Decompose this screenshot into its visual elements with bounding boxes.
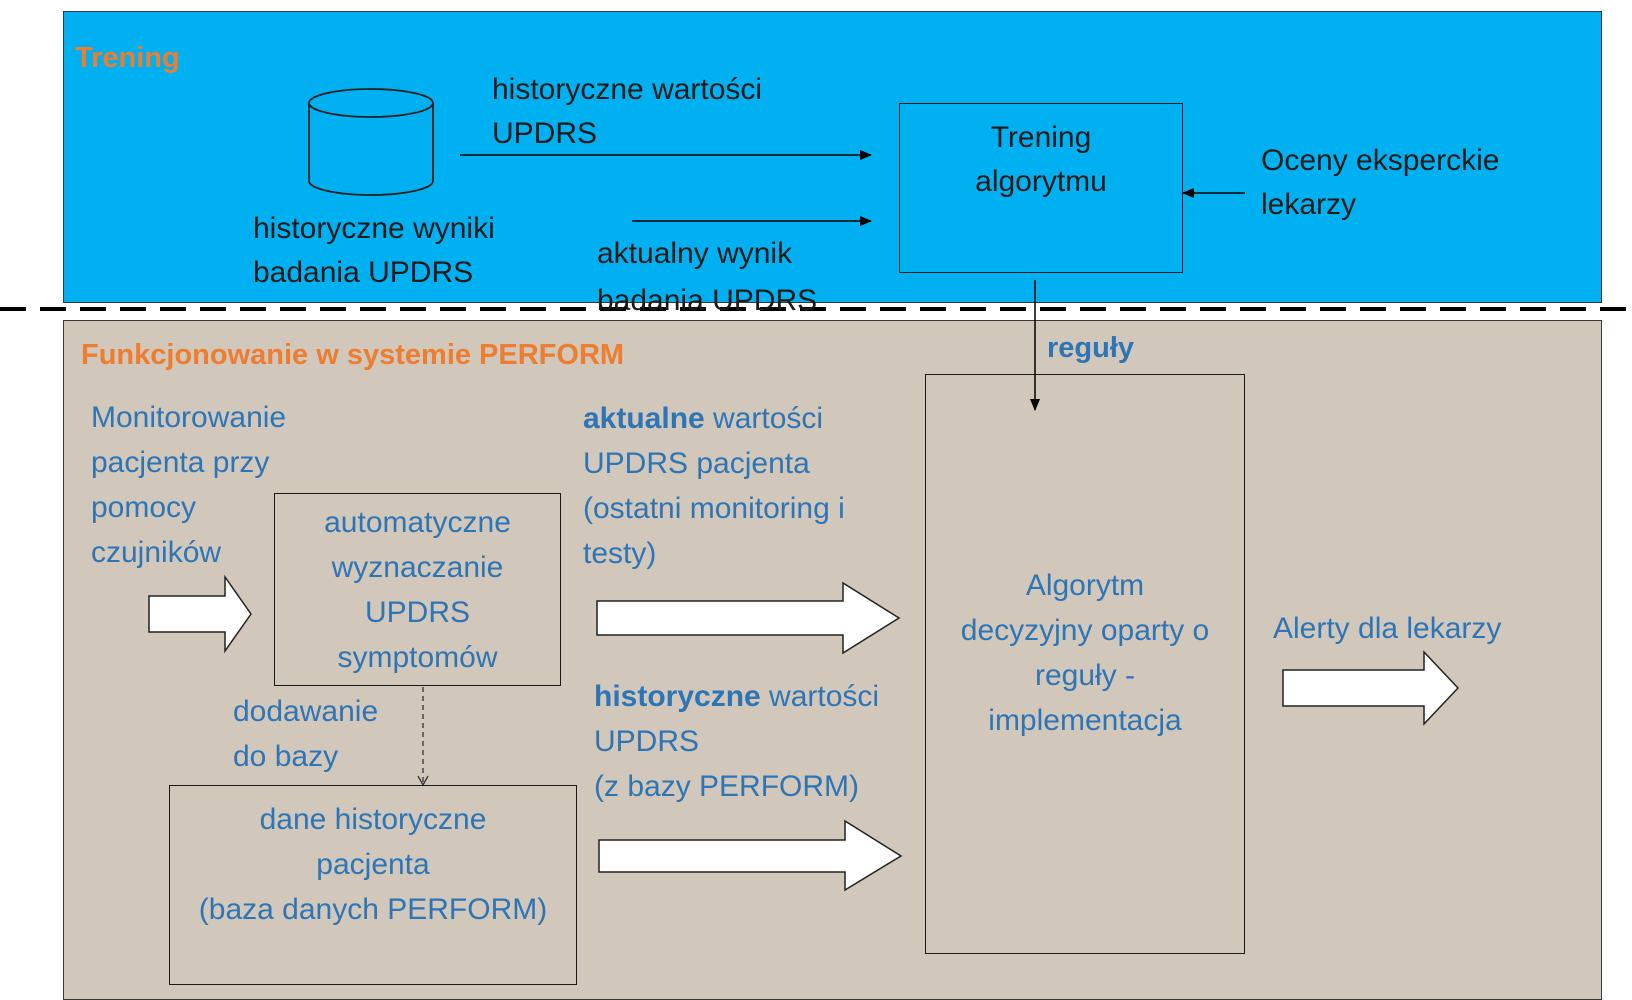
training-section-title: Trening	[75, 42, 180, 74]
block-arrow-current-values	[596, 581, 901, 655]
expert-label: Oceny eksperckie lekarzy	[1261, 144, 1500, 221]
training-algorithm-label: Trening algorytmu	[975, 121, 1107, 198]
patient-history-label: dane historyczne pacjenta (baza danych P…	[198, 803, 548, 926]
current-result-label: aktualny wynik badania UPDRS	[597, 237, 818, 317]
database-icon	[308, 88, 434, 196]
alerts-label: Alerty dla lekarzy	[1273, 612, 1502, 645]
historical-values-perform-label: historyczne wartości UPDRS (z bazy PERFO…	[594, 680, 880, 803]
decision-algorithm-box: Algorytm decyzyjny oparty o reguły - imp…	[925, 374, 1245, 954]
current-values-label: aktualne wartości UPDRS pacjenta (ostatn…	[583, 402, 845, 570]
block-arrow-alerts	[1282, 650, 1460, 726]
training-algorithm-box: Trening algorytmu	[899, 103, 1183, 273]
historical-results-label: historyczne wyniki badania UPDRS	[253, 212, 495, 289]
patient-history-box: dane historyczne pacjenta (baza danych P…	[169, 785, 577, 985]
operation-section-title: Funkcjonowanie w systemie PERFORM	[81, 339, 625, 371]
rules-label: reguły	[1047, 332, 1135, 364]
block-arrow-monitoring	[148, 574, 252, 654]
monitoring-label: Monitorowanie pacjenta przy pomocy czujn…	[91, 401, 287, 569]
auto-updrs-box: automatyczne wyznaczanie UPDRS symptomów	[274, 493, 561, 686]
decision-algorithm-label: Algorytm decyzyjny oparty o reguły - imp…	[960, 569, 1210, 737]
auto-updrs-label: automatyczne wyznaczanie UPDRS symptomów	[324, 506, 511, 674]
historical-values-label: historyczne wartości UPDRS	[492, 73, 763, 150]
adding-to-db-label: dodawanie do bazy	[233, 695, 379, 773]
block-arrow-historical-values	[598, 819, 903, 892]
